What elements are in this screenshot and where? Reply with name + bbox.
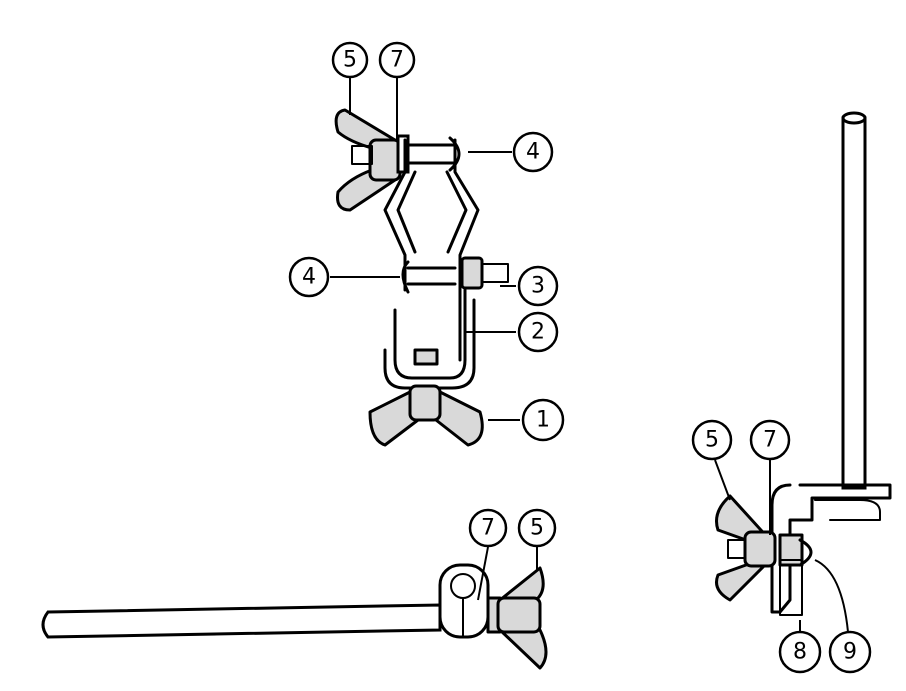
bottom-wing-nut-right (434, 390, 484, 447)
callout-text: 3 (531, 274, 545, 299)
leader-9 (814, 559, 849, 633)
callout-4-lower: 4 (288, 256, 330, 298)
callout-5-top: 5 (331, 41, 369, 79)
right-wing-nut-bottom (715, 558, 772, 602)
callout-text: 7 (763, 428, 777, 453)
upper-washer (396, 134, 410, 174)
rod-wing-nut-hub (496, 596, 542, 634)
callout-text: 5 (343, 48, 357, 73)
right-bolt-washer (778, 533, 804, 567)
rod-wing-nut-bottom (498, 628, 548, 670)
callout-5-right: 5 (691, 419, 733, 461)
rod-wing-nut-top (498, 566, 545, 602)
callout-text: 9 (843, 640, 857, 665)
vertical-rod (841, 116, 867, 490)
callout-1: 1 (521, 398, 565, 442)
bottom-wing-nut-hub (408, 384, 442, 422)
callout-text: 7 (481, 516, 495, 541)
callout-text: 1 (536, 408, 550, 433)
vertical-rod-assembly (715, 111, 892, 616)
callout-8: 8 (778, 630, 822, 674)
horizontal-rod (41, 603, 442, 639)
callout-3: 3 (517, 265, 559, 307)
callout-text: 7 (390, 48, 404, 73)
bottom-wing-nut (368, 390, 420, 447)
right-bracket-base (814, 499, 881, 521)
top-clamp-assembly (334, 108, 509, 447)
callout-text: 5 (530, 516, 544, 541)
right-wing-nut-hub (743, 530, 777, 568)
lower-bolt-head (401, 260, 410, 294)
leader-7-rod (477, 546, 489, 601)
callout-text: 5 (705, 428, 719, 453)
callout-text: 2 (531, 320, 545, 345)
callout-7-top: 7 (378, 41, 416, 79)
bottom-nut (413, 348, 439, 366)
callout-9: 9 (828, 630, 872, 674)
callout-text: 4 (302, 265, 316, 290)
vertical-rod-top (841, 111, 867, 125)
horizontal-rod-assembly (41, 563, 548, 670)
callout-5-rod: 5 (517, 508, 557, 548)
right-bolt-stub (727, 539, 746, 559)
upper-wing-nut-hub (368, 138, 402, 182)
callout-7-right: 7 (749, 419, 791, 461)
set-screw-thread (481, 263, 509, 283)
callout-text: 4 (526, 140, 540, 165)
callout-2: 2 (517, 311, 559, 353)
leader-lines (330, 78, 849, 633)
callout-4-upper: 4 (512, 131, 554, 173)
callout-7-rod: 7 (468, 508, 508, 548)
clamp-body-inner (396, 170, 468, 254)
callout-text: 8 (793, 640, 807, 665)
right-bolt-head (798, 538, 813, 567)
upper-bolt-head (448, 136, 461, 172)
leader-5-right (714, 459, 731, 501)
right-bracket (770, 483, 892, 614)
set-screw-head (460, 256, 484, 290)
right-bracket-plate (779, 559, 803, 616)
upper-bolt-stub (351, 145, 373, 165)
